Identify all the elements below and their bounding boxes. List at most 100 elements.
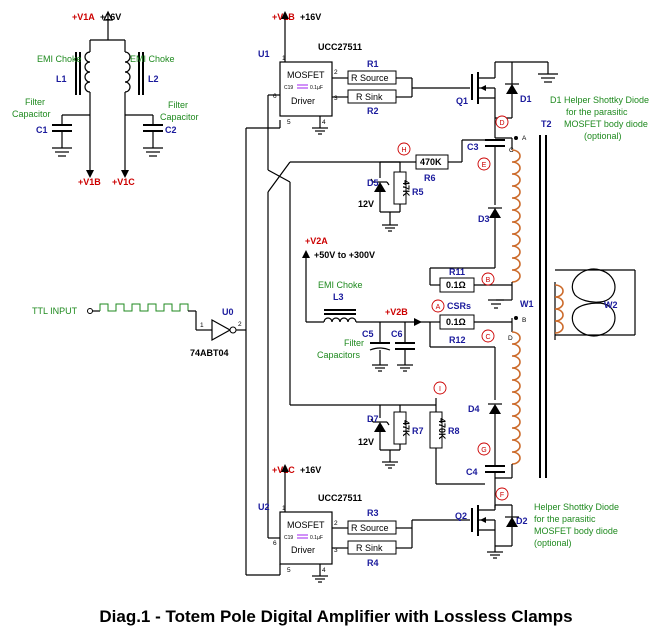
dot-a: A — [522, 135, 527, 142]
u2-pin3: 3 — [334, 547, 338, 554]
filter-caps-2-line1: Filter — [344, 338, 364, 348]
u2-line2: Driver — [291, 545, 315, 555]
r12-ref: R12 — [449, 335, 466, 345]
d1-note-line2: for the parasitic — [566, 107, 628, 117]
c1-label: C1 — [36, 125, 48, 135]
d7-value: 12V — [358, 437, 374, 447]
u1-ref: U1 — [258, 49, 270, 59]
c4-label: C4 — [466, 467, 478, 477]
u2-pin6: 6 — [273, 540, 277, 547]
u1-box — [279, 61, 333, 117]
transformer-t2: T2 W2 — [539, 119, 636, 478]
r5-ref: R5 — [412, 187, 424, 197]
v1b-value: +16V — [300, 12, 321, 22]
d4-label: D4 — [468, 404, 480, 414]
filter-cap-1-line1: Filter — [25, 97, 45, 107]
q1-label: Q1 — [456, 96, 468, 106]
c3-label: C3 — [467, 142, 479, 152]
input-filter: +V1A +16V L1 EMI Choke L2 EMI Choke +V1B… — [12, 10, 199, 187]
u2-cap-value: 0.1µF — [310, 535, 323, 541]
r1-ref: R1 — [367, 59, 379, 69]
node-b-label: B — [486, 277, 491, 284]
node-d-label: D — [499, 120, 504, 127]
cross-wires — [267, 161, 400, 538]
u1-pin6: 6 — [273, 93, 277, 100]
d5-ref: D5 — [367, 178, 379, 188]
r8-ref: R8 — [448, 426, 460, 436]
u2-pin2: 2 — [334, 520, 338, 527]
c6-label: C6 — [391, 329, 403, 339]
d2-note-line2: for the parasitic — [534, 514, 596, 524]
r6-ref: R6 — [424, 173, 436, 183]
v2a-value: +50V to +300V — [314, 250, 375, 260]
u1-line1: MOSFET — [287, 70, 325, 80]
dot-b: B — [522, 317, 526, 324]
lower-clamp: I D7 12V 47K R7 470K R8 D4 G — [358, 381, 512, 505]
r5-value: 47K — [401, 180, 411, 197]
d2-label: D2 — [516, 516, 528, 526]
u1-part: UCC27511 — [318, 42, 362, 52]
u2-pin5: 5 — [287, 567, 291, 574]
u2-cap: C19 — [284, 535, 293, 541]
t2-label: T2 — [541, 119, 552, 129]
u2-driver: +V1C +16V U2 UCC27511 MOSFET Driver C19 … — [246, 464, 470, 583]
r12-value: 0.1Ω — [446, 317, 466, 327]
u0-pin2: 2 — [238, 321, 242, 328]
c2-label: C2 — [165, 125, 177, 135]
v1a-label: +V1A — [72, 12, 95, 22]
l3-label: EMI Choke — [318, 280, 363, 290]
q1-stage: Q1 D1 D1 Helper Shottky Diode for the pa… — [456, 61, 649, 141]
u0-ref: U0 — [222, 307, 234, 317]
u1-pin1: 1 — [282, 55, 286, 62]
upper-clamp: D C3 E A C 470K R6 H D5 12V — [358, 115, 527, 300]
q2-stage: Q2 D2 Helper Shottky Diode for the paras… — [455, 502, 619, 559]
u2-pin1: 1 — [282, 505, 286, 512]
w1-label: W1 — [520, 299, 534, 309]
dot-c: C — [509, 147, 514, 154]
r1-label: R Source — [351, 73, 389, 83]
node-i-label: I — [439, 386, 441, 393]
u1-pin2: 2 — [334, 69, 338, 76]
u2-ref: U2 — [258, 502, 270, 512]
u1-pin3: 3 — [334, 95, 338, 102]
v2b-label: +V2B — [385, 307, 408, 317]
r8-value: 470K — [437, 418, 447, 440]
u1-pin5: 5 — [287, 119, 291, 126]
c5-label: C5 — [362, 329, 374, 339]
u0-part: 74ABT04 — [190, 348, 229, 358]
emi-choke-2-label: EMI Choke — [130, 54, 175, 64]
r7-value: 47K — [401, 420, 411, 437]
u2-part: UCC27511 — [318, 493, 362, 503]
diagram-title: Diag.1 - Totem Pole Digital Amplifier wi… — [99, 607, 572, 626]
d2-note-line1: Helper Shottky Diode — [534, 502, 619, 512]
v1b-out-label: +V1B — [78, 177, 101, 187]
filter-cap-1-line2: Capacitor — [12, 109, 51, 119]
d2-note-line3: MOSFET body diode — [534, 526, 618, 536]
d1-note-line4: (optional) — [584, 131, 622, 141]
r7-ref: R7 — [412, 426, 424, 436]
v1c-value: +16V — [300, 465, 321, 475]
r4-label: R Sink — [356, 543, 383, 553]
v1c-out-label: +V1C — [112, 177, 135, 187]
l3-ref: L3 — [333, 292, 344, 302]
u1-line2: Driver — [291, 96, 315, 106]
filter-cap-2-line2: Capacitor — [160, 112, 199, 122]
node-c-label: C — [485, 334, 490, 341]
u2-line1: MOSFET — [287, 520, 325, 530]
u0-pin1: 1 — [200, 322, 204, 329]
filter-caps-2-line2: Capacitors — [317, 350, 361, 360]
d3-label: D3 — [478, 214, 490, 224]
r11-value: 0.1Ω — [446, 280, 466, 290]
r2-label: R Sink — [356, 92, 383, 102]
q2-label: Q2 — [455, 511, 467, 521]
w2-label: W2 — [604, 300, 618, 310]
ttl-input-label: TTL INPUT — [32, 306, 78, 316]
r11-ref: R11 — [449, 267, 465, 277]
node-e-label: E — [482, 162, 487, 169]
d1-label: D1 — [520, 94, 532, 104]
node-f-label: F — [500, 492, 504, 499]
dot-d: D — [508, 335, 513, 342]
v2a-label: +V2A — [305, 236, 328, 246]
u2-pin4: 4 — [322, 567, 326, 574]
